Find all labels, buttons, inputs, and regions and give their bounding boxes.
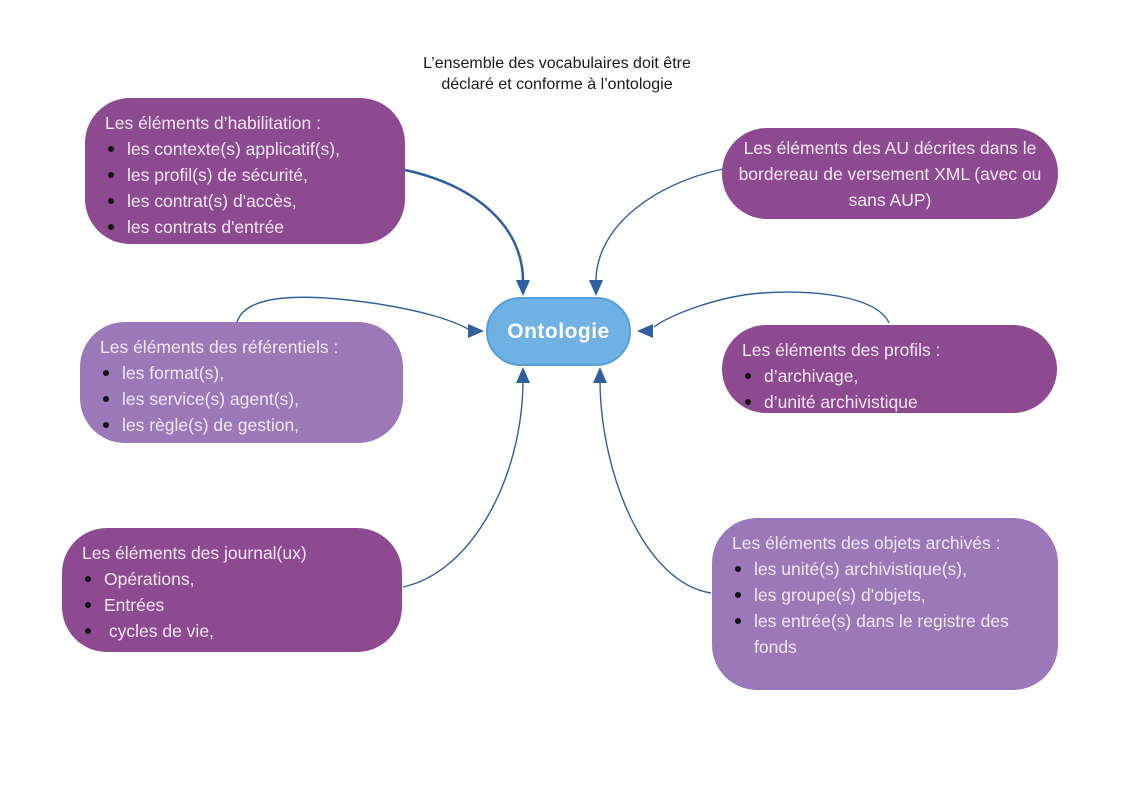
arrowhead-au [589, 280, 603, 296]
bullet-item: Entrées [85, 592, 392, 618]
bubble-title: Les éléments des objets archivés : [732, 533, 1001, 553]
bubble-title: Les éléments des référentiels : [100, 337, 339, 357]
bubble-referentiels: Les éléments des référentiels : les form… [80, 322, 403, 443]
arrowhead-referentiels [468, 324, 484, 338]
arrowhead-objets [593, 367, 607, 383]
bubble-bullet-list: d’archivage, d’unité archivistique [722, 363, 1057, 415]
bullet-item: les contrats d'entrée [108, 214, 395, 240]
arrowhead-profils [637, 324, 653, 338]
arrow-profils-to-center [653, 291, 890, 328]
bubble-profils: Les éléments des profils : d’archivage, … [722, 325, 1057, 413]
bullet-item: Opérations, [85, 566, 392, 592]
bullet-item: d’unité archivistique [745, 389, 1047, 415]
bubble-title: Les éléments des profils : [742, 340, 941, 360]
bullet-item: les profil(s) de sécurité, [108, 162, 395, 188]
bubble-bullet-list: Opérations, Entrées cycles de vie, [62, 566, 402, 644]
bullet-item: les contexte(s) applicatif(s), [108, 136, 395, 162]
bullet-item: les groupe(s) d'objets, [735, 582, 1048, 608]
arrow-au-to-center [595, 168, 724, 282]
arrow-objets-to-center [599, 381, 712, 594]
center-node-ontologie: Ontologie [486, 297, 631, 366]
bullet-item: les règle(s) de gestion, [103, 412, 393, 438]
arrow-referentiels-to-center [236, 296, 469, 330]
bubble-objets: Les éléments des objets archivés : les u… [712, 518, 1058, 690]
bullet-item: les contrat(s) d'accès, [108, 188, 395, 214]
bubble-habilitation: Les éléments d’habilitation : les contex… [85, 98, 405, 244]
bubble-title: Les éléments d’habilitation : [105, 113, 321, 133]
arrow-habilitation-to-center [404, 168, 525, 282]
bubble-bullet-list: les format(s), les service(s) agent(s), … [80, 360, 403, 438]
bubble-au: Les éléments des AU décrites dans le bor… [722, 128, 1058, 219]
arrow-journaux-to-center [402, 381, 524, 588]
bullet-item: d’archivage, [745, 363, 1047, 389]
center-node-label: Ontologie [507, 319, 610, 343]
annotation-note: L’ensemble des vocabulaires doit être dé… [423, 55, 691, 93]
bullet-item: les entrée(s) dans le registre des fonds [735, 608, 1048, 660]
bubble-journaux: Les éléments des journal(ux) Opérations,… [62, 528, 402, 652]
bullet-item: les format(s), [103, 360, 393, 386]
bullet-item: les service(s) agent(s), [103, 386, 393, 412]
bubble-title: Les éléments des journal(ux) [82, 543, 307, 563]
bullet-item: les unité(s) archivistique(s), [735, 556, 1048, 582]
bullet-item: cycles de vie, [85, 618, 392, 644]
bubble-bullet-list: les unité(s) archivistique(s), les group… [712, 556, 1058, 660]
arrowhead-journaux [516, 367, 530, 383]
bubble-title: Les éléments des AU décrites dans le bor… [738, 137, 1042, 210]
arrowhead-habilitation [516, 280, 530, 296]
bubble-bullet-list: les contexte(s) applicatif(s), les profi… [85, 136, 405, 240]
